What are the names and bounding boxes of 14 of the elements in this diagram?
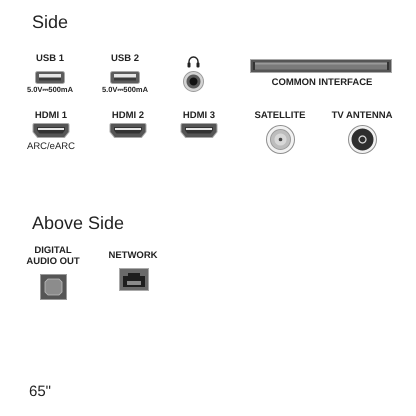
- port-label: HDMI 3: [182, 111, 216, 122]
- port-label: USB 1: [36, 54, 64, 65]
- port-label: COMMON INTERFACE: [272, 78, 372, 89]
- port-label: HDMI 2: [112, 111, 144, 122]
- port-label: HDMI 1: [34, 111, 68, 122]
- section-heading: Side: [32, 12, 68, 33]
- port-label: NETWORK: [108, 251, 158, 262]
- section-heading: Above Side: [32, 213, 124, 234]
- port-note: ARC/eARC: [26, 142, 76, 153]
- port-label: USB 2: [111, 54, 139, 65]
- port-label: DIGITAL AUDIO OUT: [25, 246, 81, 268]
- port-label: SATELLITE: [254, 111, 306, 122]
- screen-size-caption: 65": [29, 383, 52, 400]
- port-label: TV ANTENNA: [332, 111, 392, 122]
